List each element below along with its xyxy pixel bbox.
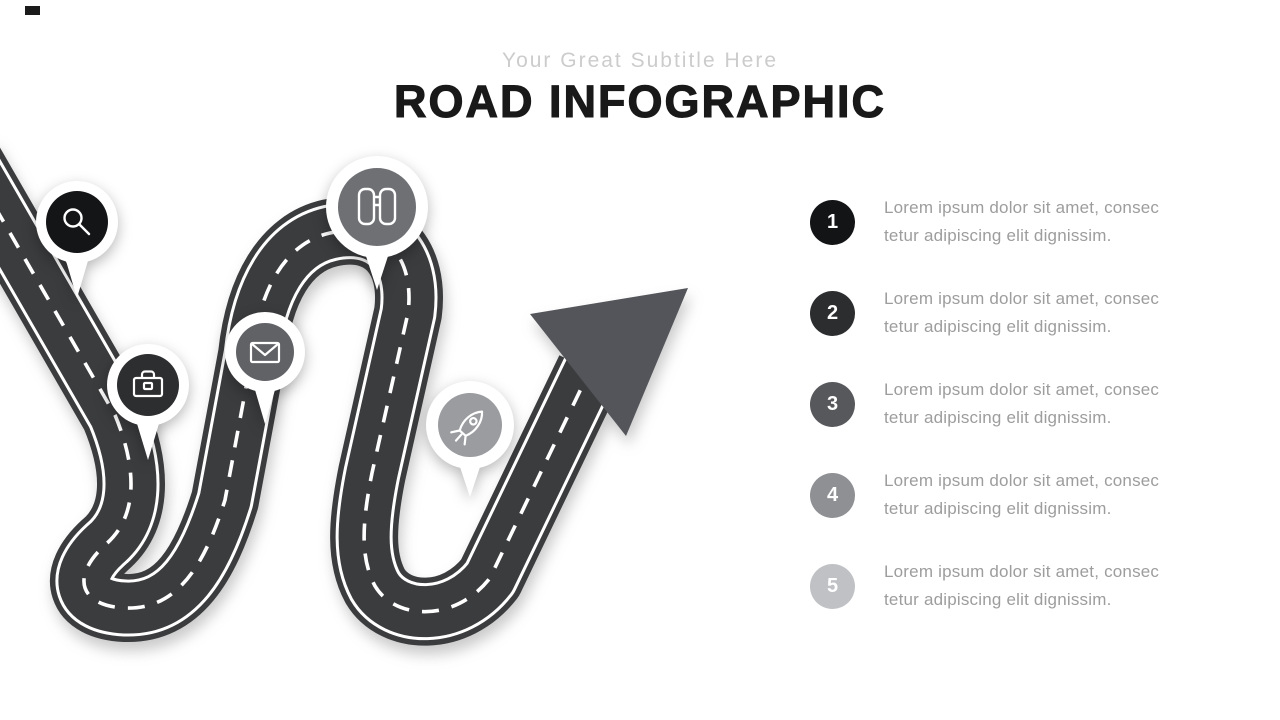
step-text: Lorem ipsum dolor sit amet, consec tetur… (884, 558, 1159, 614)
pin-disc (338, 168, 416, 246)
step-text-line1: Lorem ipsum dolor sit amet, consec (884, 289, 1160, 308)
step-text-line1: Lorem ipsum dolor sit amet, consec (884, 198, 1160, 217)
pin-disc (438, 393, 502, 457)
magnifier-icon (63, 208, 91, 236)
pin-disc (117, 354, 179, 416)
step-text: Lorem ipsum dolor sit amet, consec tetur… (884, 285, 1159, 341)
road (0, 155, 688, 612)
map-pin-2 (107, 344, 189, 460)
steps-list: 1 Lorem ipsum dolor sit amet, consec tet… (810, 194, 1159, 614)
pin-disc (236, 323, 294, 381)
corner-mark (25, 6, 40, 15)
step-text: Lorem ipsum dolor sit amet, consec tetur… (884, 194, 1159, 250)
step-text-line1: Lorem ipsum dolor sit amet, consec (884, 471, 1160, 490)
step-text-line1: Lorem ipsum dolor sit amet, consec (884, 380, 1160, 399)
pin-tail (135, 417, 161, 460)
slide-subtitle: Your Great Subtitle Here (501, 49, 779, 72)
pin-tail (253, 383, 277, 424)
step-badge: 1 (810, 199, 855, 245)
rocket-icon (450, 410, 484, 446)
step-badge: 3 (810, 381, 855, 427)
road-graphic (0, 140, 688, 660)
step-text-line2: tetur adipiscing elit dignissim. (884, 590, 1112, 609)
pin-tail (64, 254, 90, 298)
step-text-line2: tetur adipiscing elit dignissim. (884, 317, 1112, 336)
list-item: 5 Lorem ipsum dolor sit amet, consec tet… (810, 558, 1159, 614)
list-item: 2 Lorem ipsum dolor sit amet, consec tet… (810, 285, 1159, 341)
map-pin-5 (426, 381, 514, 497)
step-badge: 5 (810, 563, 855, 609)
step-badge: 4 (810, 472, 855, 518)
step-badge: 2 (810, 290, 855, 336)
list-item: 1 Lorem ipsum dolor sit amet, consec tet… (810, 194, 1159, 250)
map-pin-1 (36, 181, 118, 298)
pin-disc (46, 191, 108, 253)
list-item: 4 Lorem ipsum dolor sit amet, consec tet… (810, 467, 1159, 523)
arrowhead (530, 288, 688, 436)
step-text-line1: Lorem ipsum dolor sit amet, consec (884, 562, 1160, 581)
step-text-line2: tetur adipiscing elit dignissim. (884, 499, 1112, 518)
briefcase-icon (132, 370, 164, 398)
envelope-icon (249, 341, 281, 364)
step-text: Lorem ipsum dolor sit amet, consec tetur… (884, 467, 1159, 523)
step-text: Lorem ipsum dolor sit amet, consec tetur… (884, 376, 1159, 432)
map-pin-4 (326, 156, 428, 290)
step-text-line2: tetur adipiscing elit dignissim. (884, 226, 1112, 245)
binoculars-icon (357, 187, 397, 226)
page-title: ROAD INFOGRAPHIC (393, 75, 886, 127)
list-item: 3 Lorem ipsum dolor sit amet, consec tet… (810, 376, 1159, 432)
step-text-line2: tetur adipiscing elit dignissim. (884, 408, 1112, 427)
pin-tail (364, 250, 390, 290)
map-pin-3 (225, 312, 305, 424)
